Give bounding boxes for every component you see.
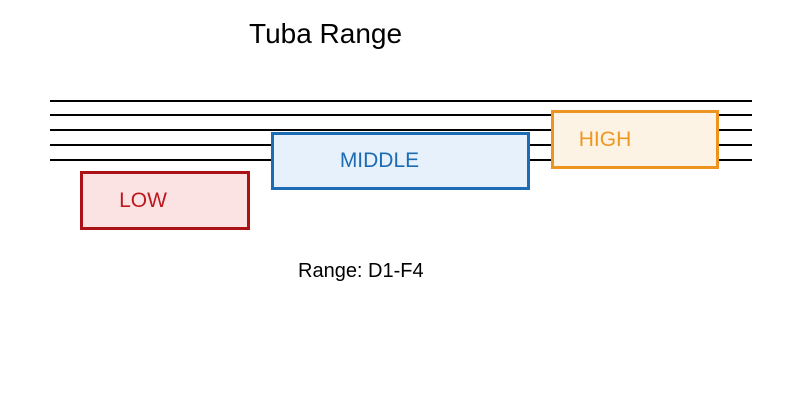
register-box-high: HIGH — [551, 110, 719, 169]
range-caption: Range: D1-F4 — [298, 260, 424, 282]
register-label-high: HIGH — [578, 127, 632, 151]
staff-line — [50, 129, 752, 131]
staff-line — [50, 100, 752, 102]
register-box-low: LOW — [80, 171, 250, 230]
staff-line — [50, 114, 752, 116]
register-box-middle: MIDDLE — [271, 132, 530, 190]
register-label-middle: MIDDLE — [339, 149, 420, 172]
register-label-low: LOW — [119, 188, 167, 212]
diagram-title: Tuba Range — [249, 18, 403, 49]
